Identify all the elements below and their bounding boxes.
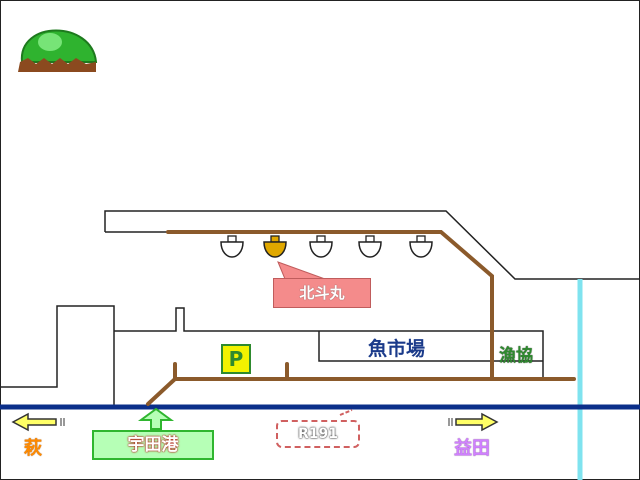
boat-icon bbox=[220, 235, 244, 258]
boat-row bbox=[220, 235, 433, 258]
parking-icon: P bbox=[221, 344, 251, 374]
harbor-roads bbox=[146, 230, 576, 406]
port-name-label: 宇田港 bbox=[92, 430, 214, 460]
east-destination-label: 益田 bbox=[454, 438, 490, 459]
fishing-coop-label: 漁協 bbox=[499, 346, 533, 366]
east-arrow-icon bbox=[448, 412, 499, 432]
route-sign-accent bbox=[339, 409, 353, 416]
road-pier bbox=[166, 230, 494, 381]
boat-icon-hokutomaru bbox=[263, 235, 287, 258]
left-building-outline bbox=[0, 305, 115, 406]
boat-icon bbox=[358, 235, 382, 258]
wharf-outline bbox=[114, 307, 544, 380]
west-destination-label: 萩 bbox=[24, 438, 42, 459]
boat-name-label: 北斗丸 bbox=[273, 278, 371, 308]
fish-market-label: 魚市場 bbox=[368, 338, 426, 360]
tree-icon bbox=[18, 29, 98, 72]
route-sign: R191 bbox=[276, 420, 360, 448]
boat-icon bbox=[409, 235, 433, 258]
port-arrow bbox=[137, 407, 175, 430]
pier-outline bbox=[104, 210, 640, 280]
fish-market-building bbox=[318, 331, 543, 362]
road-main bbox=[146, 377, 576, 406]
west-arrow-icon bbox=[11, 412, 65, 432]
boat-callout-pointer bbox=[277, 261, 326, 280]
boat-icon bbox=[309, 235, 333, 258]
